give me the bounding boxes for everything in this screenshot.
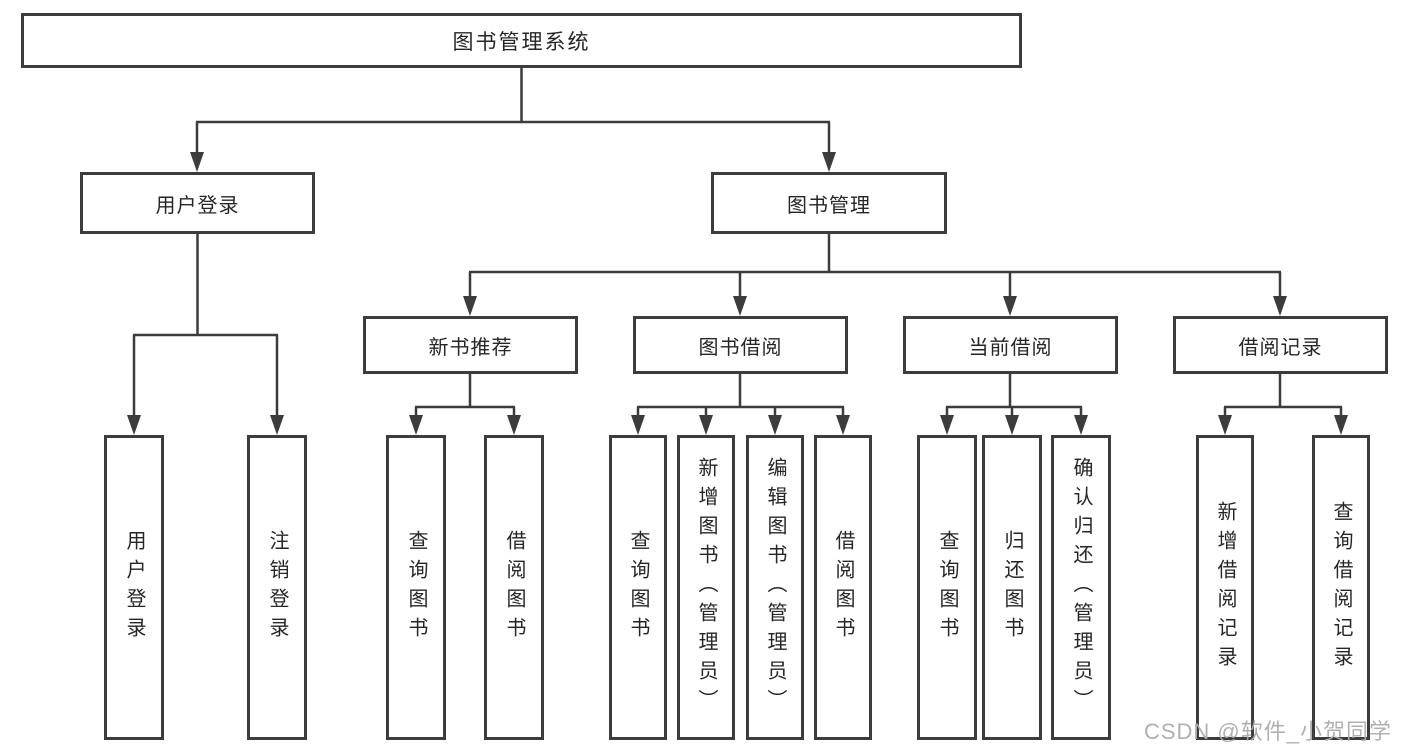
leaf-query-books-current: 查询图书: [917, 435, 977, 740]
leaf-edit-book-admin: 编辑图书（管理员）: [746, 435, 804, 740]
node-user-login: 用户登录: [80, 172, 315, 234]
leaf-user-login-label: 用户登录: [123, 529, 145, 646]
leaf-borrow-books-recommend-label: 借阅图书: [503, 529, 525, 646]
csdn-watermark: CSDN @软件_小贺同学: [1143, 719, 1392, 744]
leaf-query-books-recommend: 查询图书: [386, 435, 446, 740]
leaf-return-book-label: 归还图书: [1001, 529, 1023, 646]
leaf-add-book-admin: 新增图书（管理员）: [677, 435, 735, 740]
leaf-confirm-return-admin: 确认归还（管理员）: [1051, 435, 1111, 740]
leaf-confirm-return-admin-label: 确认归还（管理员）: [1070, 457, 1092, 718]
node-book-borrowing: 图书借阅: [633, 316, 848, 374]
node-current-borrowing: 当前借阅: [903, 316, 1118, 374]
leaf-borrow-books-recommend: 借阅图书: [484, 435, 544, 740]
node-library-system: 图书管理系统: [21, 13, 1022, 68]
arrowheads: [127, 152, 1348, 435]
leaf-query-books-recommend-label: 查询图书: [405, 529, 427, 646]
leaf-query-borrow-record: 查询借阅记录: [1312, 435, 1370, 740]
leaf-add-borrow-record-label: 新增借阅记录: [1214, 500, 1236, 675]
leaf-query-books-borrowing-label: 查询图书: [627, 529, 649, 646]
node-book-management: 图书管理: [711, 172, 947, 234]
leaf-query-borrow-record-label: 查询借阅记录: [1330, 500, 1352, 675]
leaf-logout-label: 注销登录: [266, 529, 288, 646]
connector-strokes: [132, 68, 1343, 419]
leaf-add-book-admin-label: 新增图书（管理员）: [695, 457, 717, 718]
leaf-borrow-books-borrowing-label: 借阅图书: [832, 529, 854, 646]
leaf-user-login: 用户登录: [104, 435, 164, 740]
leaf-borrow-books-borrowing: 借阅图书: [814, 435, 872, 740]
leaf-query-books-borrowing: 查询图书: [609, 435, 667, 740]
leaf-logout: 注销登录: [247, 435, 307, 740]
leaf-add-borrow-record: 新增借阅记录: [1196, 435, 1254, 740]
leaf-return-book: 归还图书: [982, 435, 1042, 740]
leaf-edit-book-admin-label: 编辑图书（管理员）: [764, 457, 786, 718]
leaf-query-books-current-label: 查询图书: [936, 529, 958, 646]
node-new-book-recommend: 新书推荐: [363, 316, 578, 374]
node-borrowing-records: 借阅记录: [1173, 316, 1388, 374]
